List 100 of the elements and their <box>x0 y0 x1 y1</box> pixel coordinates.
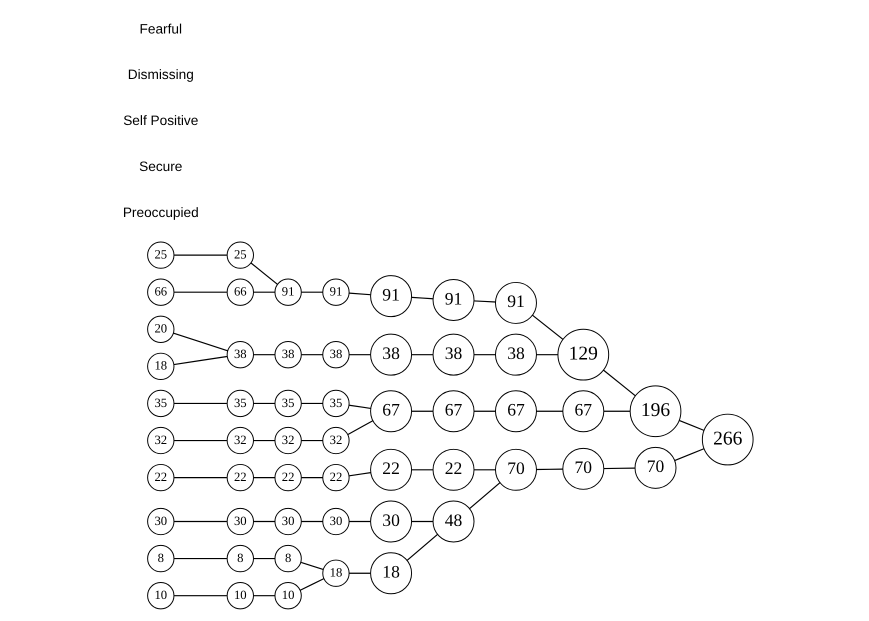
node-circle: 66 <box>226 278 254 306</box>
node-circle: 67 <box>495 390 537 432</box>
connector <box>349 472 371 476</box>
node-circle: 35 <box>322 390 350 418</box>
node-circle: 35 <box>226 390 254 418</box>
connector <box>254 402 275 404</box>
connector <box>474 354 496 356</box>
connector <box>302 520 323 522</box>
node-circle: 91 <box>322 278 350 306</box>
connector <box>302 292 323 293</box>
node-circle: 32 <box>274 426 302 454</box>
node-circle: 35 <box>147 390 174 418</box>
connector <box>474 410 496 412</box>
connector <box>532 314 564 340</box>
connector <box>254 354 275 356</box>
node-circle: 10 <box>226 582 254 610</box>
connector <box>174 402 227 404</box>
node-circle: 38 <box>322 341 350 368</box>
connector <box>349 572 370 574</box>
node-circle: 8 <box>147 544 174 572</box>
node-circle: 32 <box>322 426 350 454</box>
node-circle: 67 <box>432 390 474 432</box>
node-circle: 22 <box>274 464 302 492</box>
node-circle: 38 <box>370 334 412 376</box>
connector <box>412 354 433 356</box>
node-circle: 70 <box>562 448 604 490</box>
connector <box>174 292 227 293</box>
connector <box>679 420 704 431</box>
connector <box>254 558 275 560</box>
node-circle: 91 <box>432 279 474 321</box>
node-circle: 8 <box>226 544 254 572</box>
connector <box>474 300 496 303</box>
connector <box>474 469 496 470</box>
label: Preoccupied <box>122 204 199 220</box>
node-circle: 25 <box>226 241 254 269</box>
node-circle: 38 <box>495 334 537 376</box>
node-circle: 32 <box>226 426 254 454</box>
connector <box>254 292 275 293</box>
node-circle: 30 <box>226 508 254 536</box>
node-circle: 22 <box>322 464 350 492</box>
connector <box>174 440 227 442</box>
connector <box>174 477 227 478</box>
connector <box>604 468 635 470</box>
node-circle: 22 <box>432 448 474 491</box>
connector <box>412 410 433 412</box>
connector <box>412 296 433 300</box>
connector <box>536 354 558 356</box>
node-circle: 48 <box>432 500 474 542</box>
connector <box>254 520 275 522</box>
node-circle: 38 <box>274 341 302 368</box>
node-circle: 70 <box>634 446 676 489</box>
connector <box>406 534 438 561</box>
connector <box>412 520 433 522</box>
node-circle: 30 <box>370 500 412 542</box>
connector <box>302 440 323 442</box>
node-circle: 8 <box>274 544 302 572</box>
label: Self Positive <box>123 113 198 128</box>
connector <box>250 262 278 285</box>
node-circle: 30 <box>274 508 302 536</box>
label: Dismissing <box>128 67 194 82</box>
connector <box>300 578 324 591</box>
node-circle: 18 <box>322 560 350 587</box>
connector <box>174 595 227 596</box>
node-circle: 22 <box>147 464 174 492</box>
connector <box>254 440 275 442</box>
connector <box>349 354 370 356</box>
connector <box>349 520 370 522</box>
connector <box>174 356 228 366</box>
node-circle: 25 <box>147 241 174 269</box>
node-circle: 91 <box>495 282 537 324</box>
connector <box>604 410 630 412</box>
node-circle: 91 <box>274 278 302 306</box>
connector <box>302 354 323 356</box>
node-circle: 22 <box>226 464 254 492</box>
connector <box>302 402 323 404</box>
connector <box>349 404 371 409</box>
label: Secure <box>139 158 182 174</box>
node-circle: 266 <box>702 414 754 466</box>
node-circle: 67 <box>562 390 604 432</box>
node-circle: 66 <box>147 278 174 306</box>
node-circle: 32 <box>147 426 174 454</box>
connector <box>348 420 374 435</box>
connector <box>412 469 433 470</box>
node-circle: 10 <box>147 582 174 610</box>
connector <box>174 254 227 256</box>
node-circle: 18 <box>370 552 412 594</box>
connector <box>174 520 227 522</box>
connector <box>300 562 324 570</box>
connector <box>254 595 275 596</box>
label: Fearful <box>140 21 182 36</box>
node-circle: 129 <box>557 328 610 381</box>
connector <box>349 292 370 296</box>
node-circle: 70 <box>495 448 537 491</box>
connector <box>536 468 563 470</box>
node-circle: 67 <box>370 390 412 432</box>
node-circle: 30 <box>322 508 350 536</box>
node-circle: 20 <box>147 316 174 343</box>
connector <box>254 477 275 478</box>
connector <box>603 370 636 396</box>
node-circle: 22 <box>370 448 412 491</box>
